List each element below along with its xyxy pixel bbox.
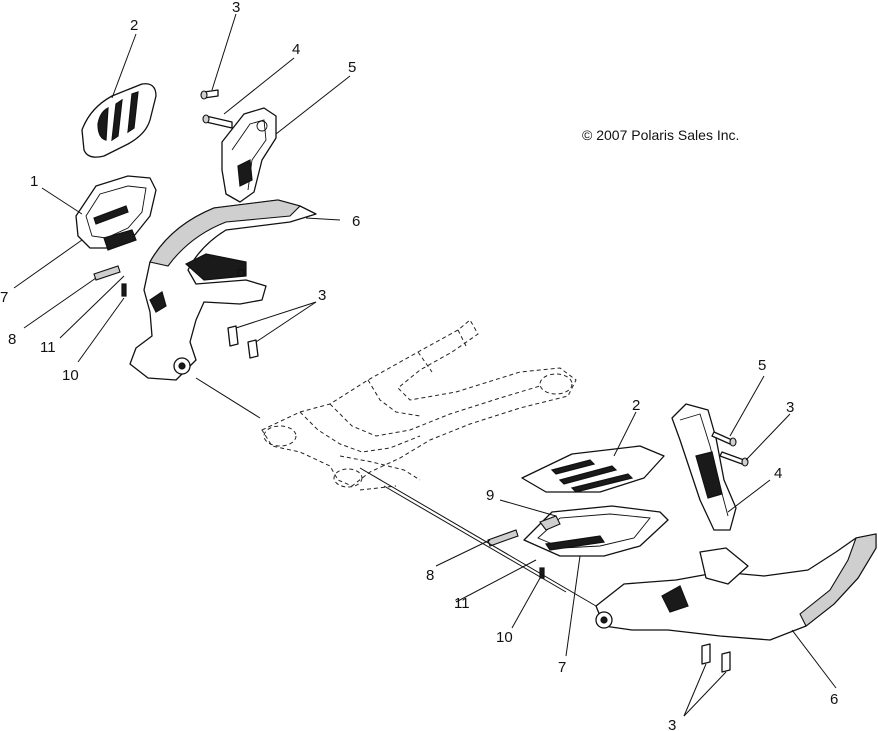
- swing-arm-reference: [261, 319, 577, 491]
- copyright-notice: © 2007 Polaris Sales Inc.: [582, 127, 739, 143]
- bolt-upper-4: [202, 114, 233, 129]
- bolt-lower-3: [719, 451, 749, 467]
- bolts-lower-3-pair: [701, 643, 731, 673]
- callout-7-upper: 7: [0, 289, 8, 306]
- callout-2-upper: 2: [130, 17, 138, 34]
- mount-bracket-upper-5: [221, 107, 277, 203]
- callout-5-lower: 5: [758, 357, 766, 374]
- callout-10-upper: 10: [62, 367, 79, 384]
- footrest-bracket-lower-right: [487, 505, 669, 579]
- callout-1: 1: [30, 173, 38, 190]
- callout-3-upper-pair: 3: [318, 287, 326, 304]
- callout-5-upper: 5: [348, 59, 356, 76]
- callout-10-lower: 10: [496, 629, 513, 646]
- callout-11-lower: 11: [454, 595, 470, 612]
- callout-3-lower: 3: [786, 399, 794, 416]
- bolts-upper-3-pair: [227, 325, 259, 359]
- mount-bracket-lower-4: [671, 403, 737, 531]
- running-board-upper-6: [129, 199, 317, 381]
- callout-3-lower-pair: 3: [668, 717, 676, 731]
- callout-4-lower: 4: [774, 465, 782, 482]
- callout-labels: 2 3 4 5 6 1 7 8 11 10 3 5 3 2 4 9 8 11 1…: [0, 0, 838, 731]
- callout-8-lower: 8: [426, 567, 434, 584]
- foot-pad-upper-left: [81, 83, 157, 158]
- callout-3-upper: 3: [232, 0, 240, 16]
- callout-9: 9: [486, 487, 494, 504]
- callout-8-upper: 8: [8, 331, 16, 348]
- footrest-bracket-upper-left: [75, 175, 157, 297]
- callout-11-upper: 11: [40, 339, 56, 356]
- callout-2-lower: 2: [632, 397, 640, 414]
- callout-7-lower: 7: [558, 659, 566, 676]
- callout-4-upper: 4: [292, 41, 300, 58]
- bolt-lower-5: [711, 431, 737, 447]
- foot-pad-lower-right: [521, 445, 665, 493]
- running-board-lower-6: [595, 533, 877, 641]
- bolt-upper-3: [200, 89, 219, 100]
- leader-lines: [13, 13, 837, 717]
- callout-6-upper: 6: [352, 213, 360, 230]
- callout-6-lower: 6: [830, 691, 838, 708]
